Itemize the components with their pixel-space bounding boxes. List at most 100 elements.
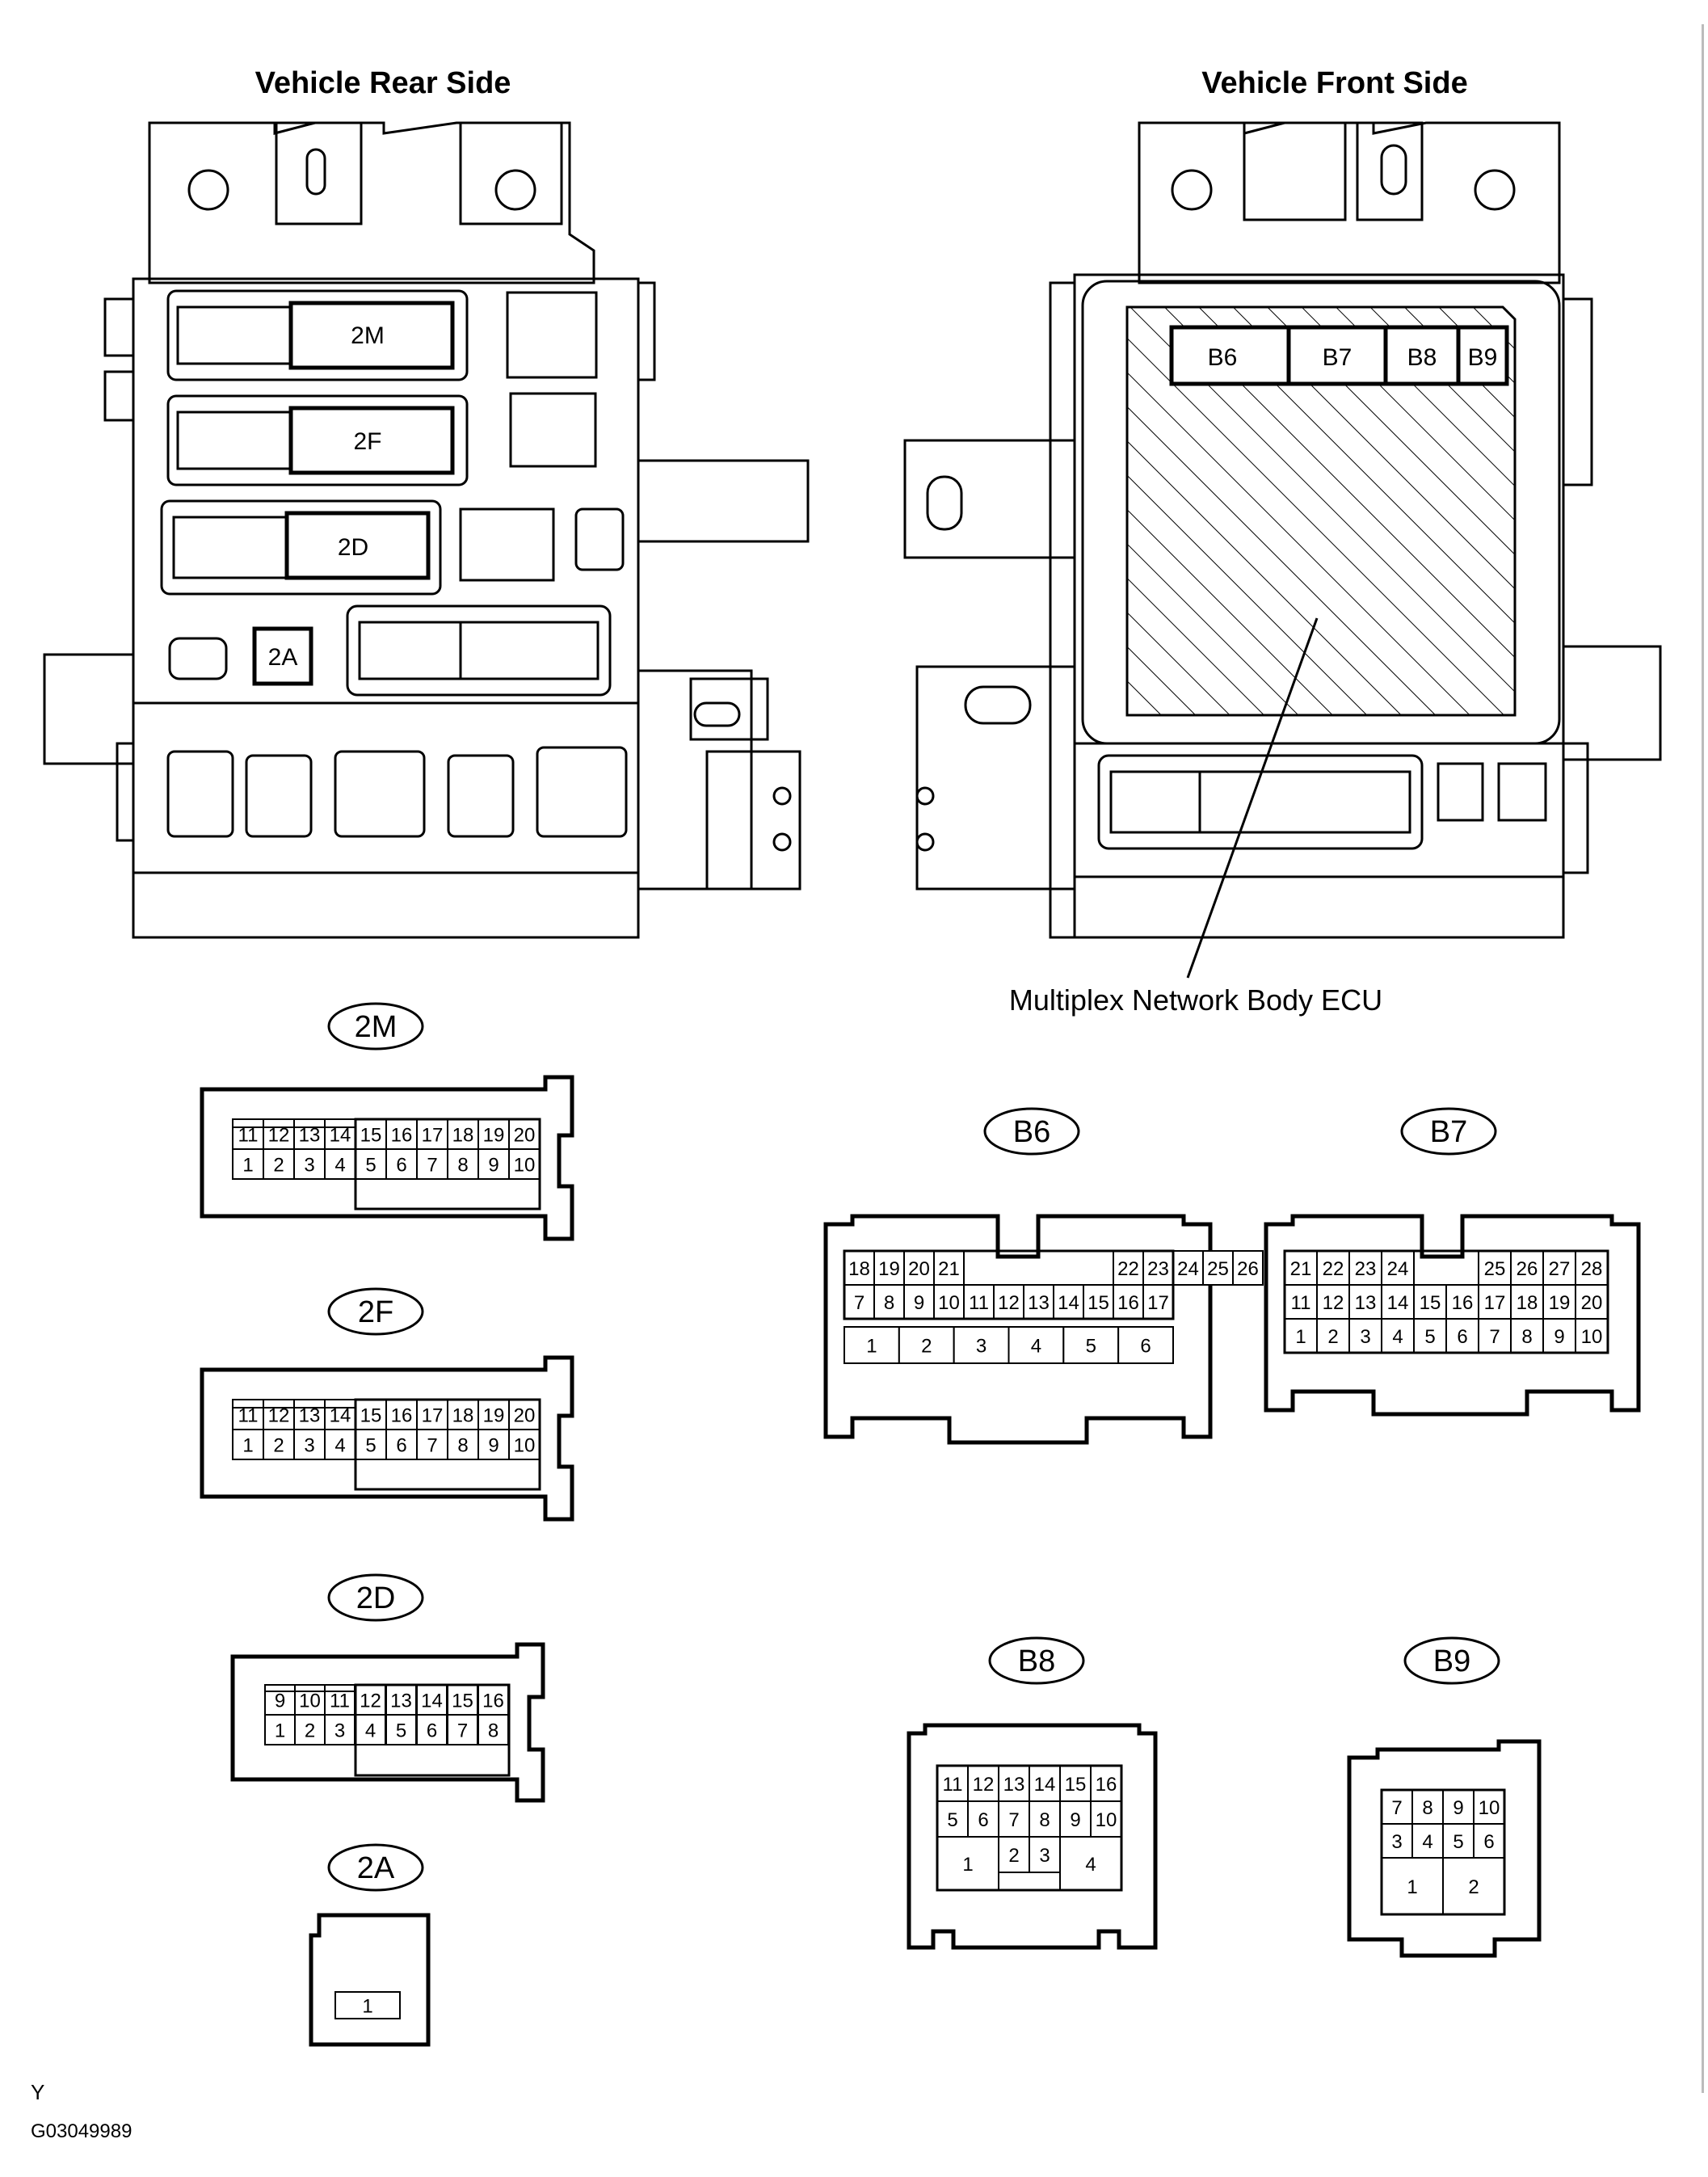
pin-b8-1: 1	[962, 1854, 973, 1876]
pin-b6-26-cell	[1232, 1250, 1264, 1286]
rear-2m-label: 2M	[351, 322, 385, 349]
pin-b8-8-cell	[1029, 1800, 1061, 1838]
pin-2m-1-cell	[232, 1148, 264, 1180]
pin-2m-5-cell	[355, 1148, 387, 1180]
pin-b6-8: 8	[884, 1292, 894, 1314]
rear-side-title: Vehicle Rear Side	[255, 66, 511, 100]
pin-2d-13: 13	[390, 1691, 412, 1712]
pin-2d-8-cell	[477, 1714, 509, 1745]
pin-b8-4-cell	[1059, 1836, 1122, 1891]
pin-b7-17-cell	[1478, 1284, 1512, 1320]
pin-b7-17: 17	[1484, 1292, 1506, 1314]
pin-b6-9-cell	[903, 1284, 935, 1320]
pin-b9-6: 6	[1483, 1831, 1494, 1853]
pin-2d-9: 9	[275, 1691, 285, 1712]
pin-b7-20-cell	[1575, 1284, 1609, 1320]
pin-block-outline	[1283, 1249, 1609, 1354]
pin-2f-10: 10	[514, 1435, 536, 1457]
pin-b6-12: 12	[998, 1292, 1020, 1314]
pin-b7-20: 20	[1581, 1292, 1603, 1314]
pin-b8-14: 14	[1034, 1774, 1056, 1796]
pin-b9-8: 8	[1422, 1797, 1432, 1819]
pin-b7-16-cell	[1445, 1284, 1479, 1320]
pin-2m-18: 18	[452, 1125, 474, 1147]
pin-b9-1: 1	[1407, 1876, 1417, 1898]
pin-b6-17: 17	[1147, 1292, 1169, 1314]
pin-b9-2-cell	[1442, 1857, 1505, 1915]
pin-b6-1: 1	[866, 1336, 877, 1358]
pin-b6-14: 14	[1058, 1292, 1079, 1314]
pin-b6-18: 18	[848, 1258, 870, 1280]
pin-b8-16: 16	[1096, 1774, 1117, 1796]
pin-2a-1: 1	[362, 1996, 372, 2018]
pin-block-outline	[354, 1118, 541, 1211]
pin-2d-13-cell	[385, 1684, 417, 1716]
pin-2m-5: 5	[365, 1155, 376, 1177]
front-b7-label: B7	[1323, 344, 1353, 371]
pin-b6-5-cell	[1062, 1326, 1120, 1364]
pin-b7-11: 11	[1291, 1292, 1311, 1314]
pin-b6-21: 21	[938, 1258, 960, 1280]
pin-2d-7: 7	[457, 1720, 468, 1742]
pin-b7-25-cell	[1478, 1250, 1512, 1286]
pin-b9-3-cell	[1381, 1823, 1413, 1859]
pin-b7-14: 14	[1387, 1292, 1409, 1314]
pin-b7-10-cell	[1575, 1318, 1609, 1354]
pin-b7-1: 1	[1295, 1326, 1306, 1348]
pin-b6-25: 25	[1207, 1258, 1229, 1280]
pin-b8-10: 10	[1096, 1809, 1117, 1831]
pin-b7-8-cell	[1510, 1318, 1544, 1354]
pin-b7-16: 16	[1452, 1292, 1474, 1314]
pin-b9-4: 4	[1422, 1831, 1432, 1853]
pin-b8-13: 13	[1003, 1774, 1025, 1796]
pin-b8-9: 9	[1070, 1809, 1080, 1831]
pin-2f-20-cell	[508, 1399, 541, 1430]
pin-2m-10: 10	[514, 1155, 536, 1177]
pin-2f-5: 5	[365, 1435, 376, 1457]
pin-2f-19: 19	[483, 1405, 505, 1427]
pin-2d-11: 11	[330, 1691, 350, 1712]
pin-b8-7: 7	[1008, 1809, 1019, 1831]
pin-b9-1-cell	[1381, 1857, 1444, 1915]
pin-b7-3: 3	[1360, 1326, 1370, 1348]
footer-mark: Y	[31, 2080, 44, 2104]
pin-b9-4-cell	[1411, 1823, 1444, 1859]
pin-2f-17-cell	[416, 1399, 448, 1430]
pin-2m-8: 8	[457, 1155, 468, 1177]
pin-b6-4: 4	[1031, 1336, 1041, 1358]
pin-b7-6-cell	[1445, 1318, 1479, 1354]
pin-b8-4: 4	[1085, 1854, 1096, 1876]
pin-2d-8: 8	[488, 1720, 499, 1742]
pin-2f-10-cell	[508, 1429, 541, 1460]
front-junction-block: B6 B7 B8 B9	[903, 121, 1662, 979]
pin-b8-12: 12	[973, 1774, 995, 1796]
pin-b6-20: 20	[908, 1258, 930, 1280]
pin-b6-7: 7	[854, 1292, 865, 1314]
pin-b7-25: 25	[1484, 1258, 1506, 1280]
footer-code: G03049989	[31, 2120, 132, 2142]
pin-b8-9-cell	[1059, 1800, 1092, 1838]
pin-b6-11: 11	[969, 1292, 989, 1314]
pin-2d-10: 10	[299, 1691, 321, 1712]
pin-2m-19: 19	[483, 1125, 505, 1147]
pin-b6-3-cell	[953, 1326, 1010, 1364]
pin-b7-27: 27	[1549, 1258, 1571, 1280]
pin-2f-15-cell	[355, 1399, 387, 1430]
pin-b7-9: 9	[1554, 1326, 1564, 1348]
pin-2d-2-cell	[294, 1714, 326, 1745]
pin-2f-20: 20	[514, 1405, 536, 1427]
pin-b8-10-cell	[1090, 1800, 1122, 1838]
pin-2m-7: 7	[427, 1155, 437, 1177]
pin-b6-5: 5	[1086, 1336, 1096, 1358]
pin-2f-2: 2	[273, 1435, 284, 1457]
rear-2d-label: 2D	[338, 534, 368, 561]
pin-b7-18: 18	[1517, 1292, 1538, 1314]
pin-b6-23: 23	[1147, 1258, 1169, 1280]
pin-2d-3: 3	[334, 1720, 345, 1742]
pin-b8-2: 2	[1008, 1845, 1019, 1867]
pin-b7-2-cell	[1316, 1318, 1350, 1354]
front-b6-label: B6	[1208, 344, 1238, 371]
tag-b6: B6	[983, 1107, 1080, 1156]
pin-2f-1: 1	[242, 1435, 253, 1457]
